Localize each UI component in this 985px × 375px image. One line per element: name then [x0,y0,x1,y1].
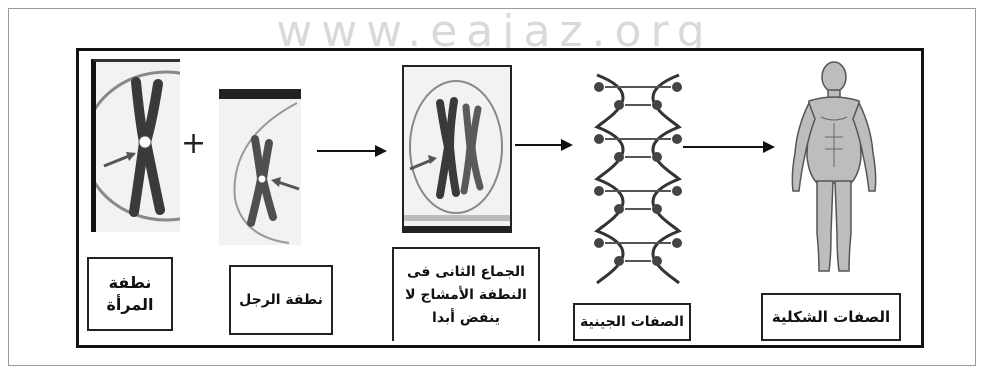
label-zygote: الجماع الثانى فى النطفة الأمشاج لا ينفض … [392,247,540,341]
zygote-image [402,65,512,233]
plus-sign: + [181,126,207,161]
watermark-text: www.eajaz.org [276,6,714,57]
label-physical-traits: الصفات الشكلية [761,293,901,341]
arrow-icon [683,141,775,153]
label-male-gamete: نطفة الرجل [229,265,333,335]
fertilization-diagram: + [76,48,924,348]
arrow-icon [317,145,387,157]
human-body-image [779,57,889,283]
dna-helix-image [579,69,697,287]
female-gamete-image [91,59,180,232]
label-female-gamete: نطفة المرأة [87,257,173,331]
male-gamete-image [219,89,301,245]
arrow-icon [515,139,573,151]
label-genetic-traits: الصفات الجينية [573,303,691,341]
